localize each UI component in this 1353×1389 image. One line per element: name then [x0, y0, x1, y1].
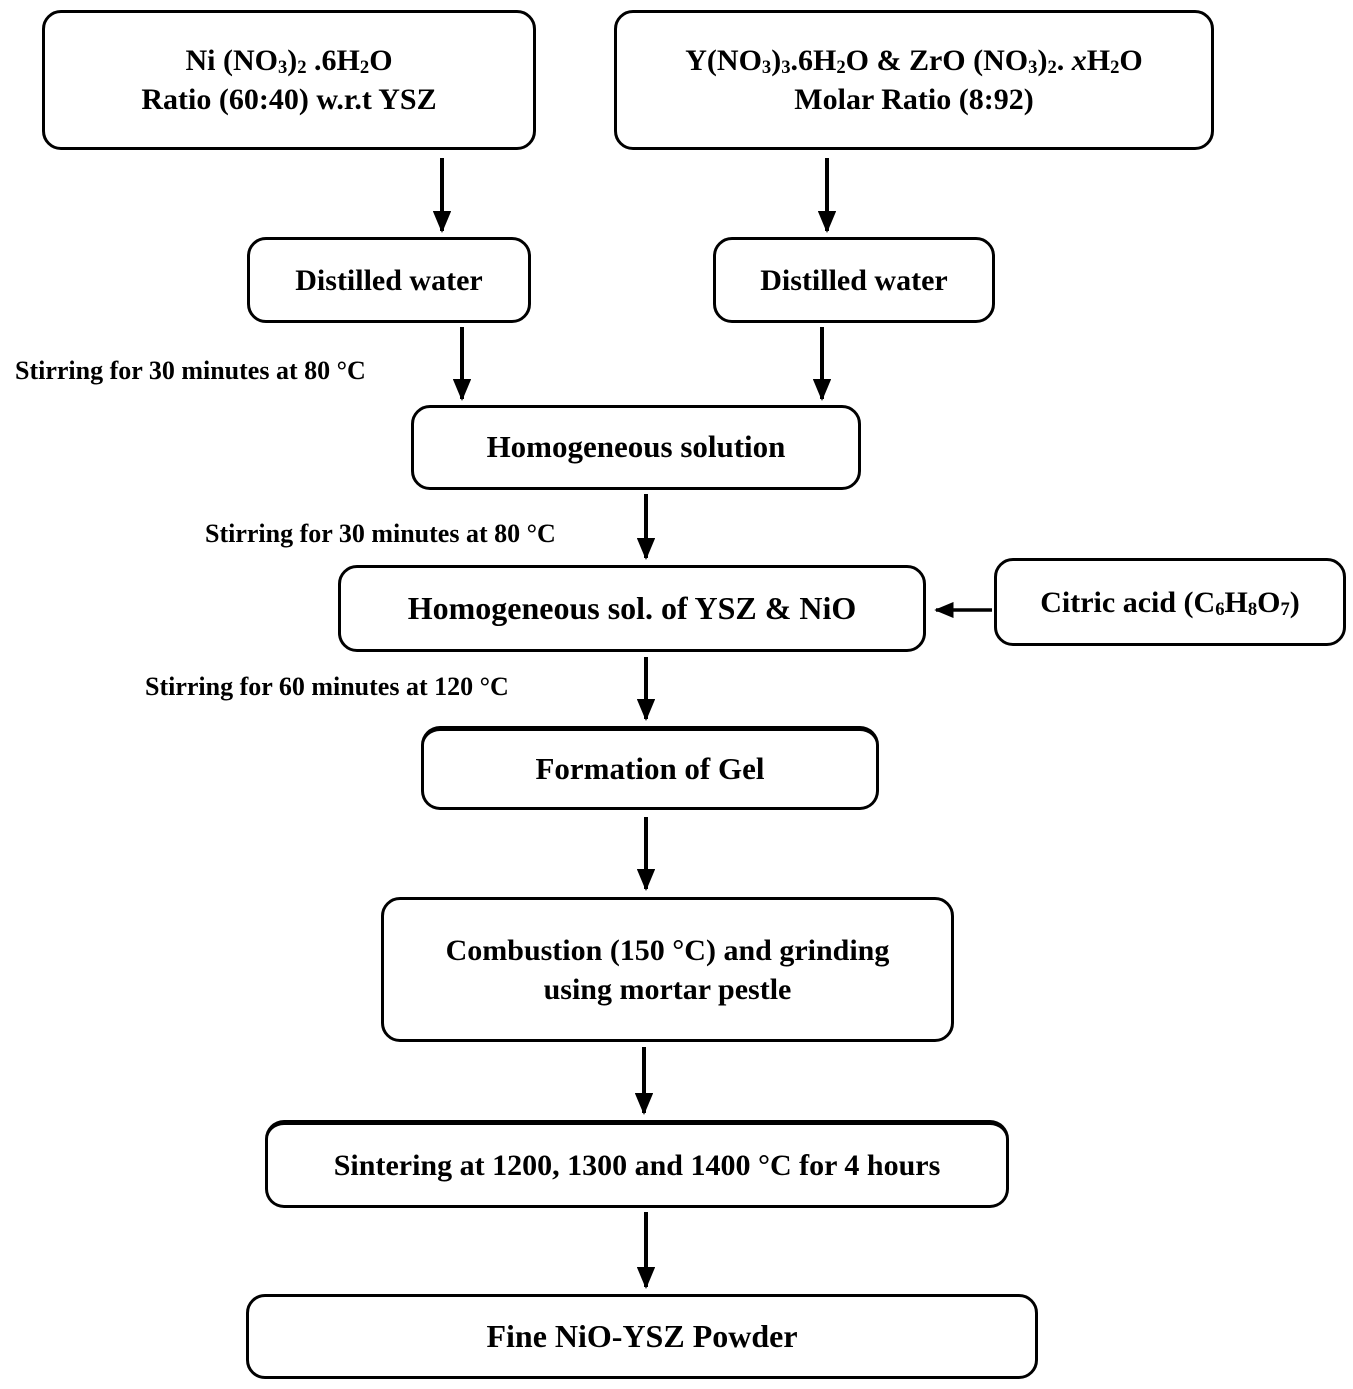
box-fine-nio-ysz-powder: Fine NiO-YSZ Powder — [246, 1294, 1038, 1379]
box-homogeneous-solution: Homogeneous solution — [411, 405, 861, 490]
box-sintering: Sintering at 1200, 1300 and 1400 °C for … — [265, 1120, 1009, 1208]
label-stirring-30min-80c-second: Stirring for 30 minutes at 80 °C — [205, 519, 556, 548]
box-ni-nitrate-line2: Ratio (60:40) w.r.t YSZ — [141, 83, 437, 116]
box-distilled-water-left-text: Distilled water — [295, 263, 483, 297]
label-stirring-60min-120c: Stirring for 60 minutes at 120 °C — [145, 672, 509, 701]
box-combustion-grinding: Combustion (150 °C) and grinding using m… — [381, 897, 954, 1042]
box-homogeneous-ysz-nio: Homogeneous sol. of YSZ & NiO — [338, 565, 926, 652]
box-combustion-grinding-line2: using mortar pestle — [543, 972, 792, 1006]
box-y-zr-nitrate-line2: Molar Ratio (8:92) — [794, 83, 1034, 116]
box-distilled-water-right-text: Distilled water — [760, 263, 948, 297]
box-citric-acid-text: Citric acid (C6H8O7) — [1040, 585, 1300, 620]
box-formation-of-gel: Formation of Gel — [421, 726, 879, 810]
box-distilled-water-left: Distilled water — [247, 237, 531, 323]
box-sintering-text: Sintering at 1200, 1300 and 1400 °C for … — [333, 1148, 941, 1182]
box-distilled-water-right: Distilled water — [713, 237, 995, 323]
box-ni-nitrate: Ni (NO3)2 .6H2O Ratio (60:40) w.r.t YSZ — [42, 10, 536, 150]
box-y-zr-nitrate-line1: Y(NO3)3.6H2O & ZrO (NO3)2. xH2O — [685, 44, 1143, 79]
box-combustion-grinding-line1: Combustion (150 °C) and grinding — [445, 933, 890, 967]
box-y-zr-nitrate: Y(NO3)3.6H2O & ZrO (NO3)2. xH2O Molar Ra… — [614, 10, 1214, 150]
box-ni-nitrate-line1: Ni (NO3)2 .6H2O — [185, 44, 393, 79]
label-stirring-30min-80c-first: Stirring for 30 minutes at 80 °C — [15, 356, 366, 385]
box-citric-acid: Citric acid (C6H8O7) — [994, 558, 1346, 646]
box-homogeneous-solution-text: Homogeneous solution — [486, 429, 786, 465]
box-homogeneous-ysz-nio-text: Homogeneous sol. of YSZ & NiO — [407, 589, 857, 626]
box-formation-of-gel-text: Formation of Gel — [535, 750, 765, 786]
box-fine-nio-ysz-powder-text: Fine NiO-YSZ Powder — [486, 1317, 798, 1354]
